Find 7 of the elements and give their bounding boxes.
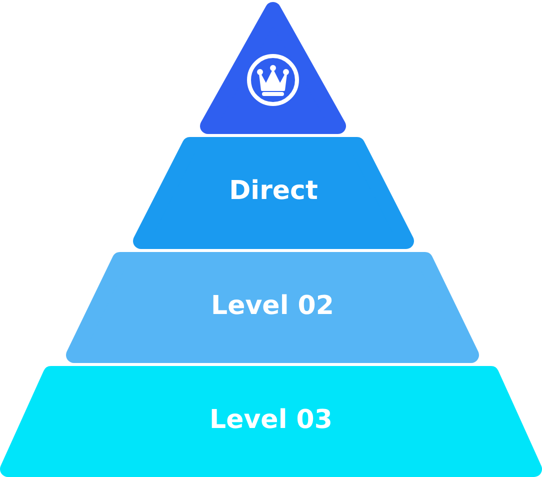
pyramid-level-trapezoid [66,252,479,363]
pyramid-top-triangle [200,0,346,134]
level-label: Direct [228,176,319,206]
level-label: Level 03 [208,404,334,434]
pyramid-level-trapezoid [0,366,542,477]
level-label: Level 02 [210,290,335,320]
pyramid-level-trapezoid [133,137,414,249]
